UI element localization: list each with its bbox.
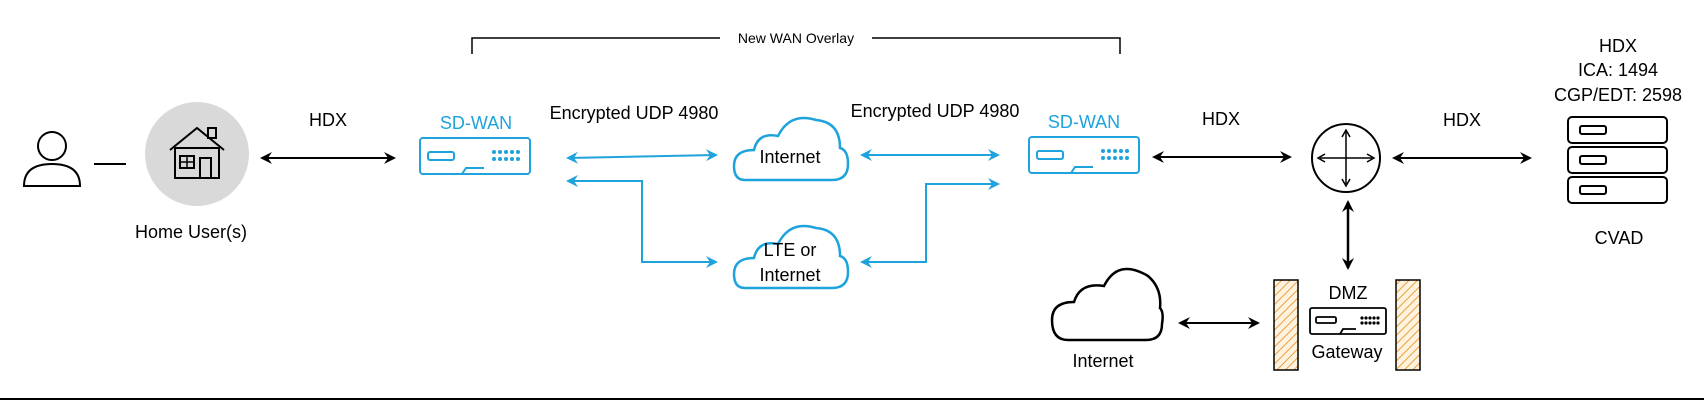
sdwan-right-label: SD-WAN xyxy=(1048,112,1120,132)
router-icon xyxy=(1311,123,1381,193)
cloud-internet-label: Internet xyxy=(759,147,820,167)
enc-left-top-arrow xyxy=(566,149,718,164)
cvad-cgp-label: CGP/EDT: 2598 xyxy=(1554,85,1682,105)
sdwan-left-appliance xyxy=(419,137,531,175)
user-icon xyxy=(22,131,82,187)
overlay-bracket: New WAN Overlay xyxy=(471,30,1121,54)
firewall-left xyxy=(1273,279,1299,371)
cloud-internet-icon xyxy=(732,116,850,182)
gateway-appliance xyxy=(1309,307,1387,335)
enc-right-bottom-arrow xyxy=(860,178,1000,268)
enc-udp-right-label: Encrypted UDP 4980 xyxy=(851,101,1020,121)
enc-left-bottom-arrow xyxy=(566,175,718,268)
sdwan-right-appliance xyxy=(1028,136,1140,174)
hdx-left-label: HDX xyxy=(309,110,347,130)
cloud-lte-icon xyxy=(732,224,850,290)
hdx-mid-label: HDX xyxy=(1202,109,1240,129)
enc-udp-left-label: Encrypted UDP 4980 xyxy=(550,103,719,123)
home-icon xyxy=(145,102,249,206)
cvad-label: CVAD xyxy=(1595,228,1644,248)
home-user-label: Home User(s) xyxy=(135,222,247,242)
sdwan-left-label: SD-WAN xyxy=(440,113,512,133)
overlay-label: New WAN Overlay xyxy=(738,30,854,46)
hdx-right-label: HDX xyxy=(1443,110,1481,130)
dmz-label: DMZ xyxy=(1329,283,1368,303)
gateway-label: Gateway xyxy=(1311,342,1382,362)
cvad-hdx-label: HDX xyxy=(1599,36,1637,56)
cloud-lte-line1: LTE or xyxy=(764,240,817,260)
cloud-internet-bottom-icon xyxy=(1050,267,1164,342)
cloud-lte-line2: Internet xyxy=(759,265,820,285)
cvad-ica-label: ICA: 1494 xyxy=(1578,60,1658,80)
server-stack-icon xyxy=(1567,116,1668,204)
firewall-right xyxy=(1395,279,1421,371)
internet-bottom-label: Internet xyxy=(1072,351,1133,371)
